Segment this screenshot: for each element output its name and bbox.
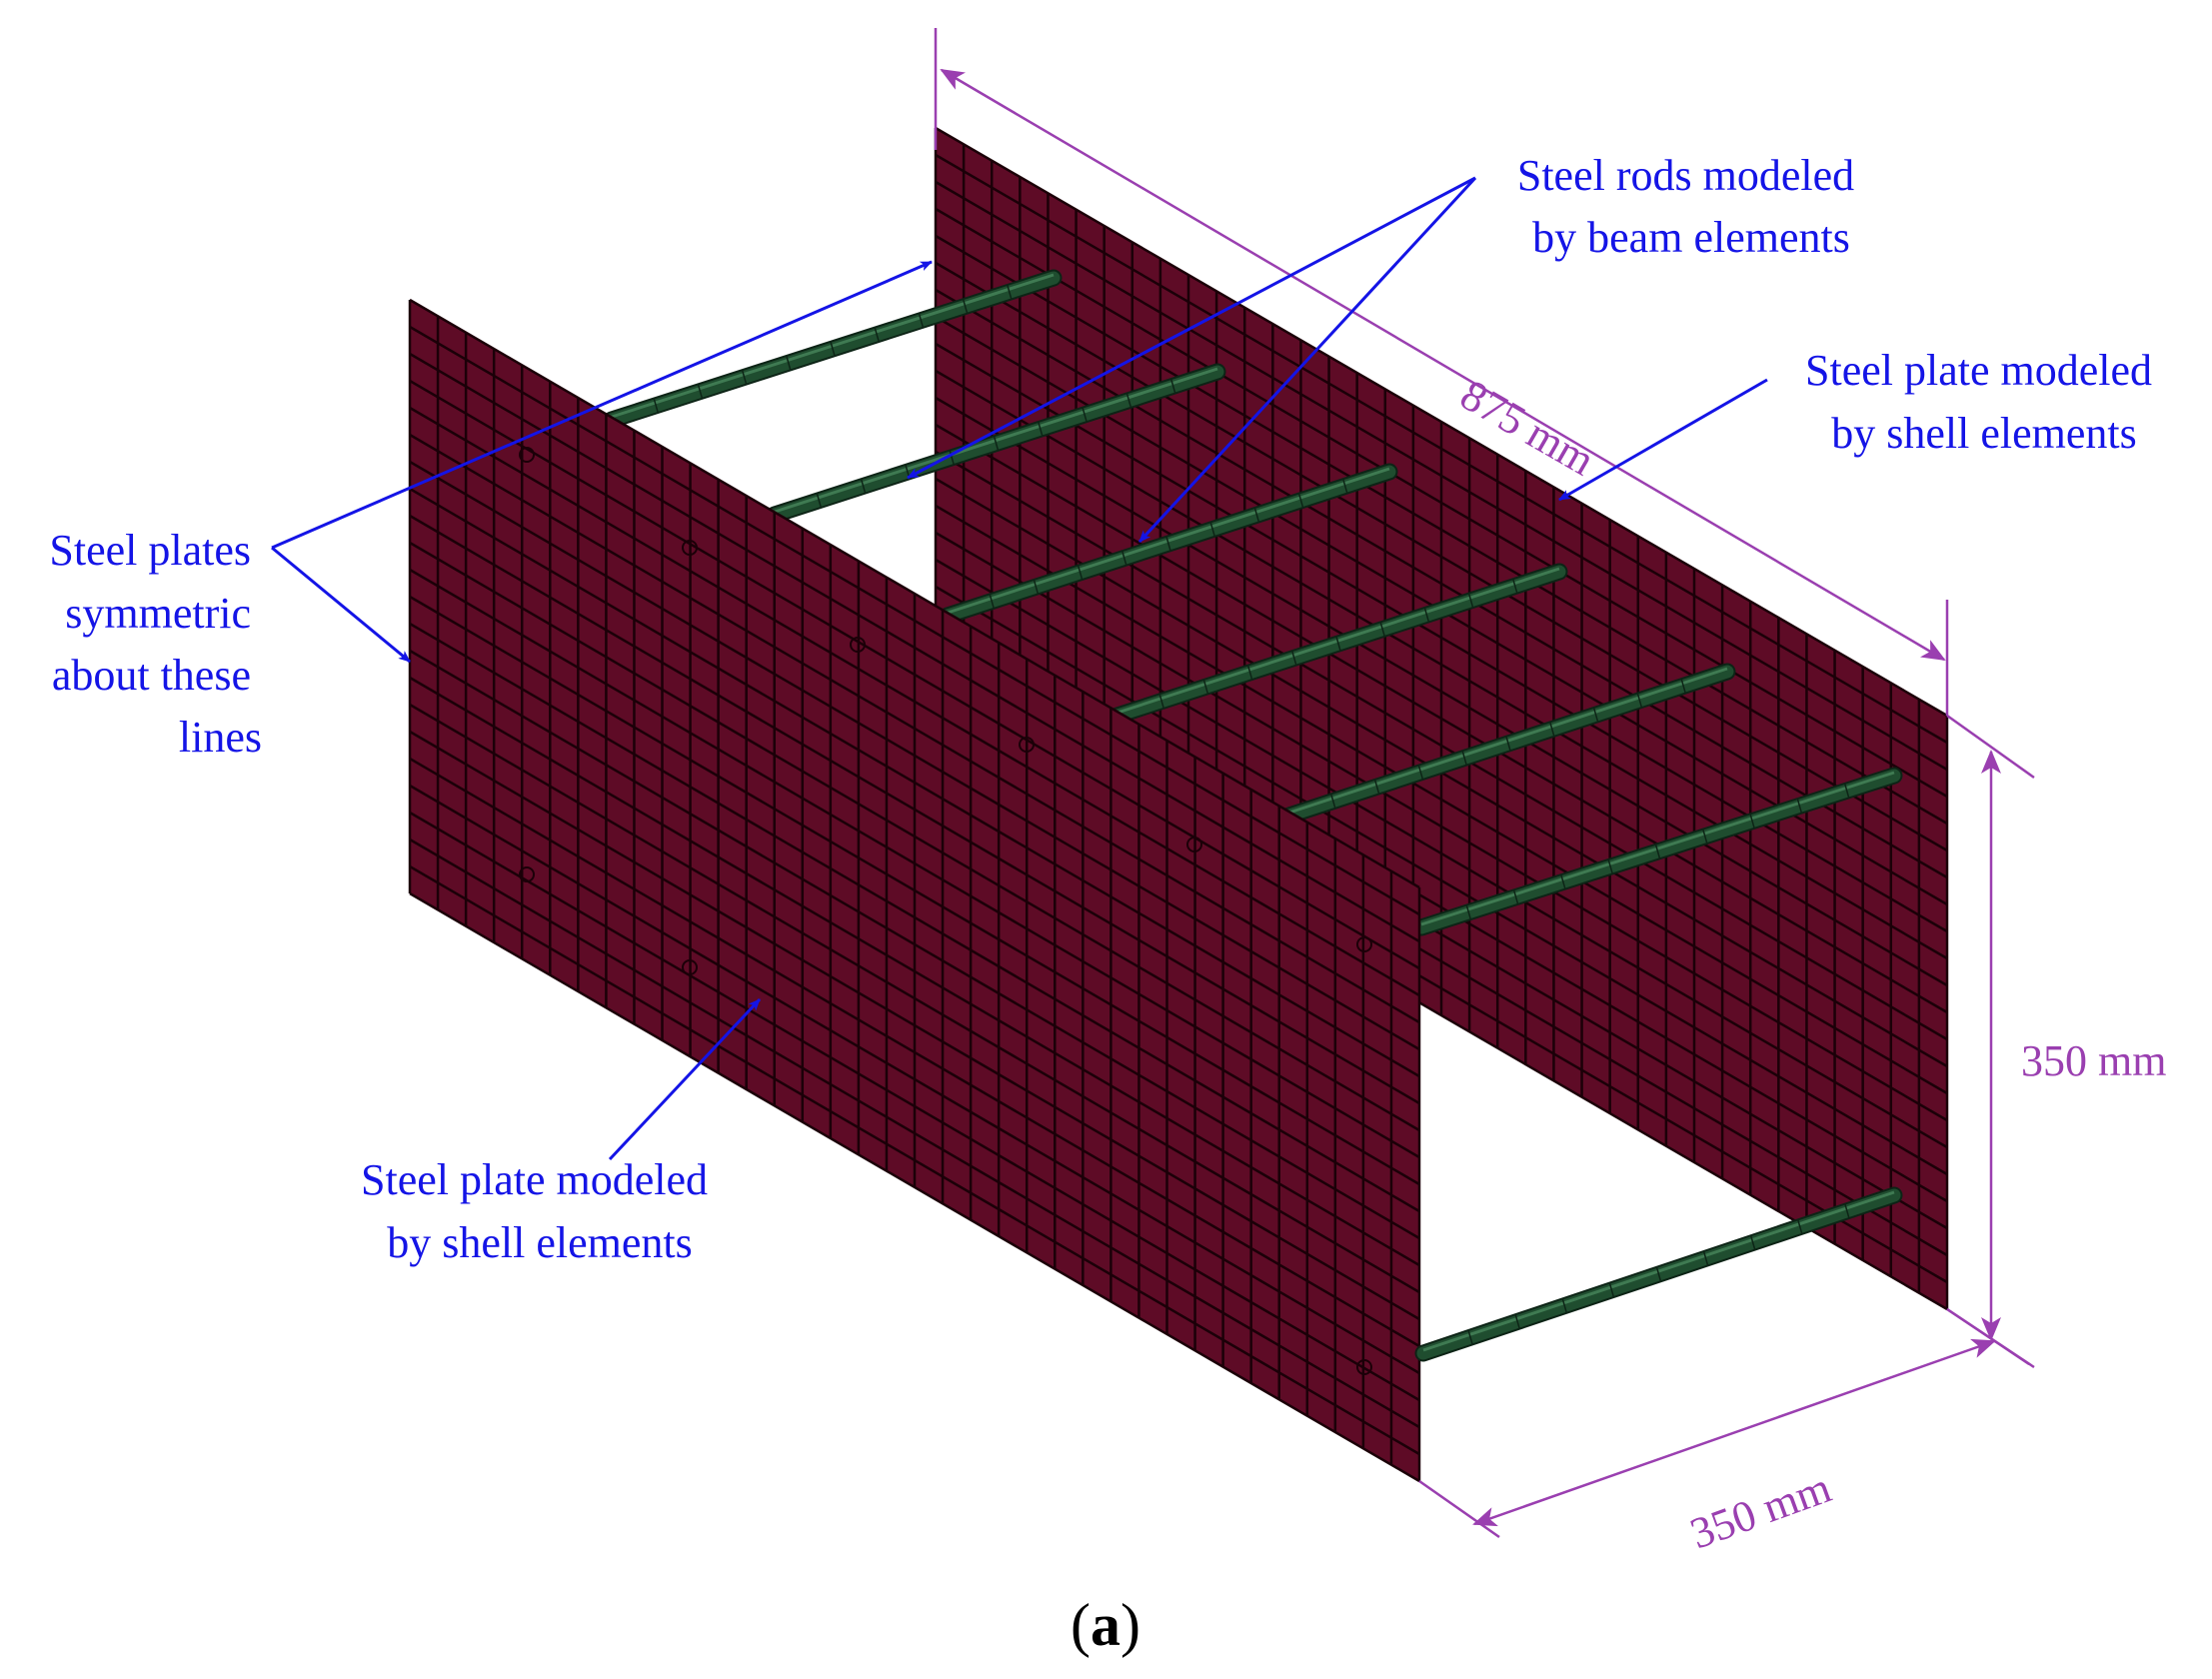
steel-rod: [1412, 767, 1903, 936]
arrow-rods-1: [907, 176, 1476, 480]
front-plate-mesh-hline: [409, 864, 1420, 1456]
front-plate-mesh-hline: [409, 595, 1420, 1186]
steel-rod: [1280, 663, 1736, 825]
front-plate-mesh-hline: [409, 433, 1420, 1024]
figure-caption: (a): [1071, 1592, 1140, 1658]
arrow-symmetry-bottom: [271, 546, 411, 664]
front-plate-mesh-hline: [409, 325, 1420, 916]
front-plate-mesh-hline: [409, 676, 1420, 1267]
bolt-hole: [519, 447, 535, 463]
arrow-rods-2: [1137, 176, 1477, 544]
front-plate-mesh-hline: [409, 541, 1420, 1132]
arrow-back-plate: [1558, 378, 1768, 502]
back-plate-label: Steel plate modeled by shell elements: [1805, 346, 2163, 458]
width-dimension-label: 350 mm: [1684, 1463, 1837, 1559]
front-plate-mesh-hline: [409, 838, 1420, 1429]
bolt-hole: [1186, 837, 1202, 852]
bolt-hole: [1356, 1359, 1372, 1375]
front-plate-mesh-hline: [409, 622, 1420, 1213]
front-steel-plate: [408, 298, 1421, 1483]
front-plate-mesh-hline: [409, 811, 1420, 1402]
front-plate-mesh-hline: [409, 730, 1420, 1321]
rods-label: Steel rods modeled by beam elements: [1517, 151, 1865, 262]
bolt-hole: [682, 959, 698, 975]
front-plate-mesh-hline: [409, 460, 1420, 1051]
width-dimension-line: [1472, 1338, 1996, 1527]
steel-rod-lower: [1414, 1186, 1903, 1362]
height-dimension-label: 350 mm: [2021, 1036, 2166, 1085]
front-plate-mesh-hline: [409, 757, 1420, 1348]
front-plate-label: Steel plate modeled by shell elements: [361, 1155, 719, 1267]
bolt-hole: [519, 866, 535, 882]
front-plate-mesh-hline: [409, 514, 1420, 1105]
back-plate-mesh-hline: [935, 585, 1948, 1176]
arrow-front-plate: [608, 997, 762, 1161]
front-plate-mesh-hline: [409, 649, 1420, 1240]
front-plate-mesh-hline: [409, 703, 1420, 1294]
front-plate-mesh-hline: [409, 379, 1420, 970]
front-plate-mesh-hline: [409, 568, 1420, 1159]
bolt-hole: [1019, 737, 1035, 753]
annotation-arrows: [271, 176, 1768, 1161]
front-plate-mesh-hline: [409, 891, 1420, 1483]
symmetry-label: Steel plates symmetric about these lines: [49, 526, 262, 762]
length-dimension-line: [940, 68, 1946, 662]
front-plate-mesh-hline: [409, 352, 1420, 943]
arrow-symmetry-top: [271, 260, 933, 550]
bolt-hole: [1356, 936, 1372, 952]
front-plate-mesh-hline: [409, 487, 1420, 1078]
bolt-hole: [682, 540, 698, 556]
front-plate-mesh-hline: [409, 406, 1420, 997]
steel-rod: [1414, 1186, 1903, 1362]
bolt-hole: [850, 637, 866, 653]
front-plate-mesh-hline: [409, 298, 1420, 889]
front-plate-mesh-hline: [409, 784, 1420, 1375]
